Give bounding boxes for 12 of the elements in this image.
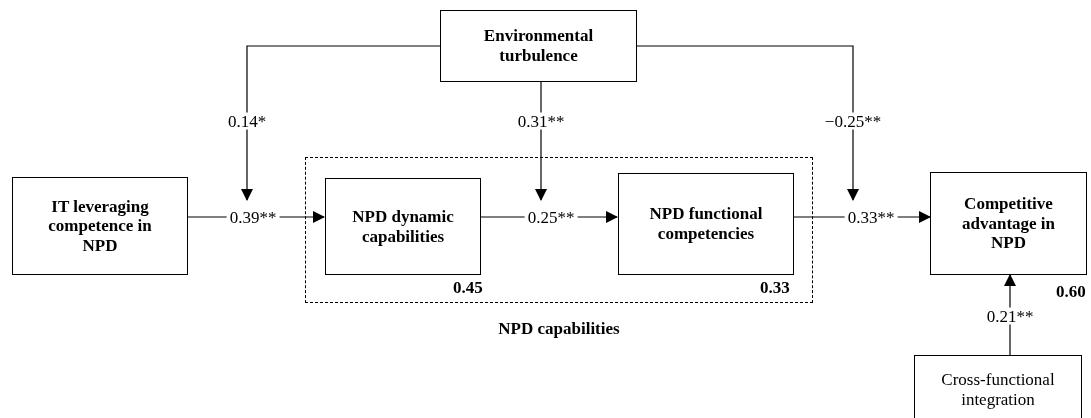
variable-box: NPD functional competencies (618, 173, 794, 275)
variable-box: IT leveraging competence in NPD (12, 177, 188, 275)
r-squared-value: 0.45 (453, 279, 483, 296)
variable-box: NPD dynamic capabilities (325, 178, 481, 275)
r-squared-value: 0.60 (1056, 283, 1086, 300)
variable-box: Cross-functional integration (914, 355, 1082, 418)
arrow (636, 45, 859, 201)
arrow (241, 45, 441, 201)
group-heading: NPD capabilities (497, 318, 621, 340)
r-squared-value: 0.33 (760, 279, 790, 296)
variable-box: Competitive advantage in NPD (930, 172, 1087, 275)
variable-box: Environmental turbulence (440, 10, 637, 82)
